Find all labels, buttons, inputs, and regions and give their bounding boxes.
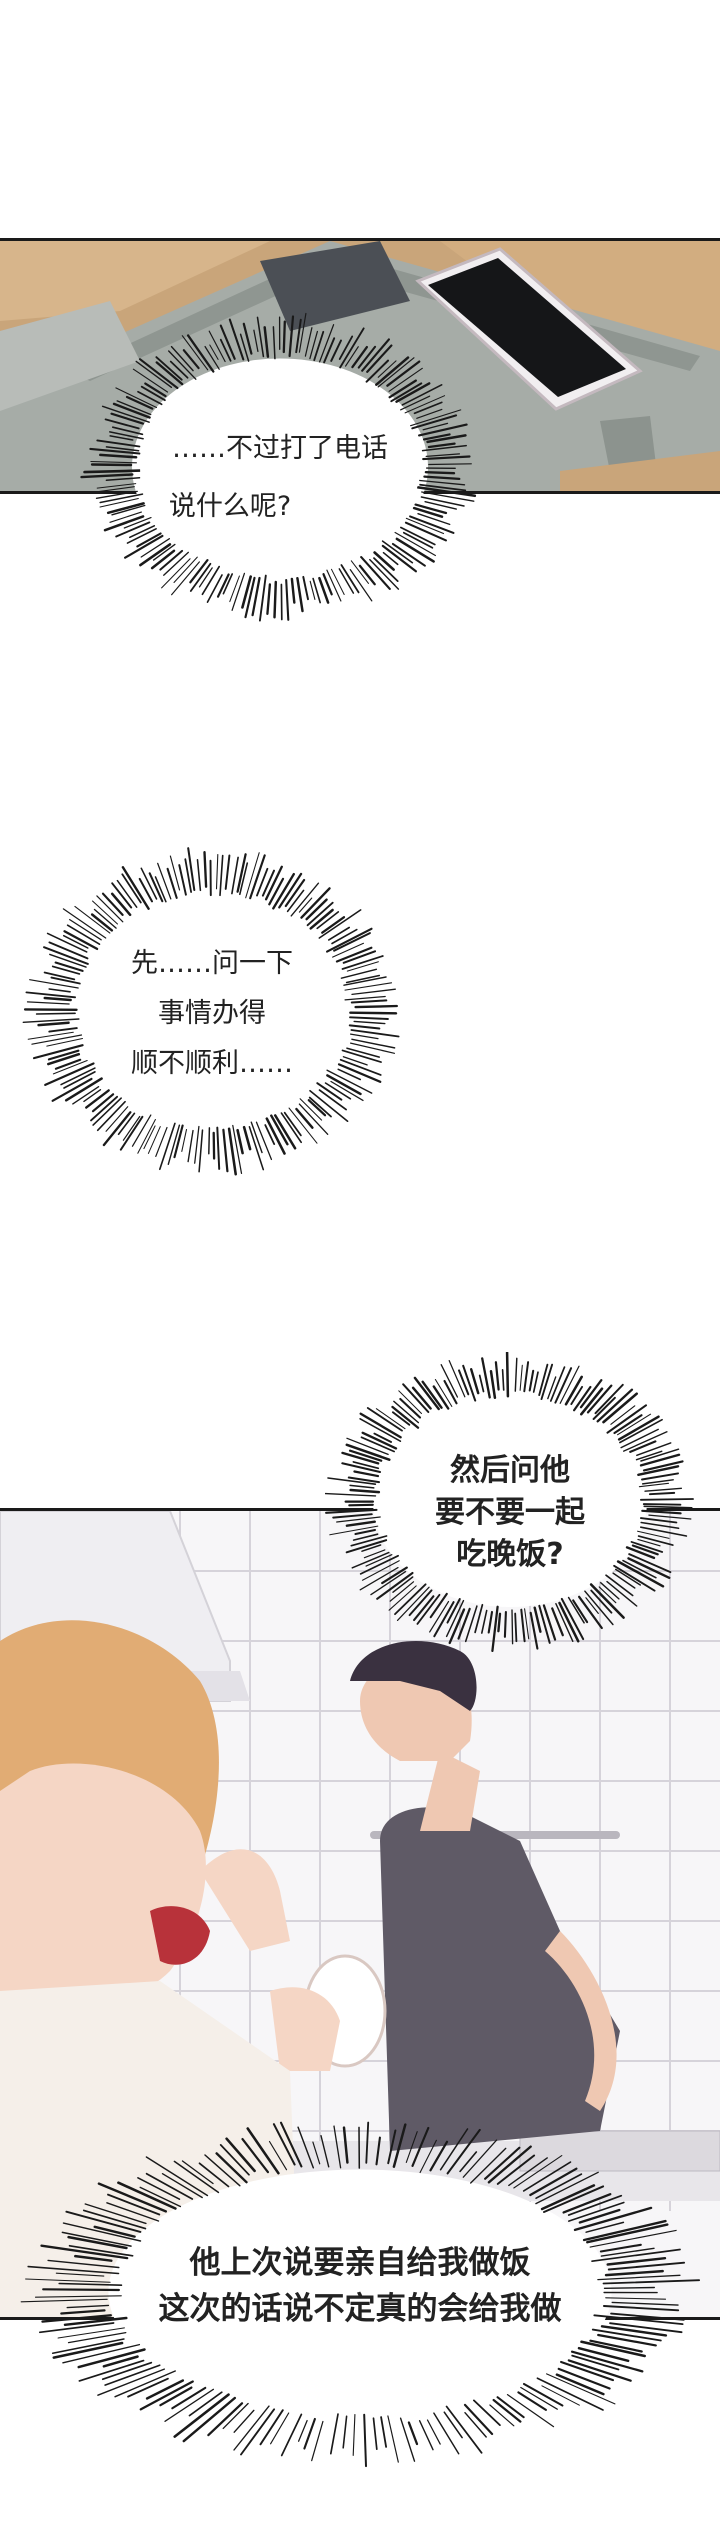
- thought-bubble-4: 他上次说要亲自给我做饭 这次的话说不定真的会给我做: [0, 2112, 720, 2472]
- bubble-4-text: 他上次说要亲自给我做饭 这次的话说不定真的会给我做: [0, 2240, 720, 2332]
- man-figure: [350, 1641, 620, 2151]
- phone-icon: [415, 247, 643, 411]
- spiky-bubble-shape: [20, 2121, 701, 2468]
- bubble-text-line: 事情办得: [158, 998, 266, 1029]
- bubble-text-line: 要不要一起: [435, 1495, 585, 1530]
- bubble-text-line: 吃晚饭?: [456, 1537, 564, 1572]
- thought-bubble-3: 然后问他 要不要一起 吃晚饭?: [325, 1352, 695, 1652]
- bubble-text-line: ……不过打了电话: [172, 433, 388, 464]
- bubble-text-line: 说什么呢?: [168, 491, 292, 522]
- bubble-3-text: 然后问他 要不要一起 吃晚饭?: [325, 1450, 695, 1576]
- thought-bubble-1: ……不过打了电话 说什么呢?: [80, 312, 480, 622]
- bubble-text-line: 顺不顺利……: [131, 1048, 293, 1079]
- bubble-text-line: 这次的话说不定真的会给我做: [158, 2291, 562, 2327]
- thought-bubble-2: 先……问一下 事情办得 顺不顺利……: [22, 846, 402, 1176]
- blond-man-figure: [0, 1620, 387, 2317]
- bubble-text-line: 然后问他: [450, 1453, 570, 1488]
- spiky-bubble-shape: [325, 1352, 694, 1652]
- bubble-1-text: ……不过打了电话 说什么呢?: [80, 420, 480, 536]
- spiky-bubble-shape: [80, 312, 477, 622]
- bubble-text-line: 先……问一下: [131, 948, 293, 979]
- bubble-2-text: 先……问一下 事情办得 顺不顺利……: [22, 939, 402, 1089]
- spiky-bubble-shape: [22, 847, 400, 1176]
- bubble-text-line: 他上次说要亲自给我做饭: [189, 2245, 531, 2281]
